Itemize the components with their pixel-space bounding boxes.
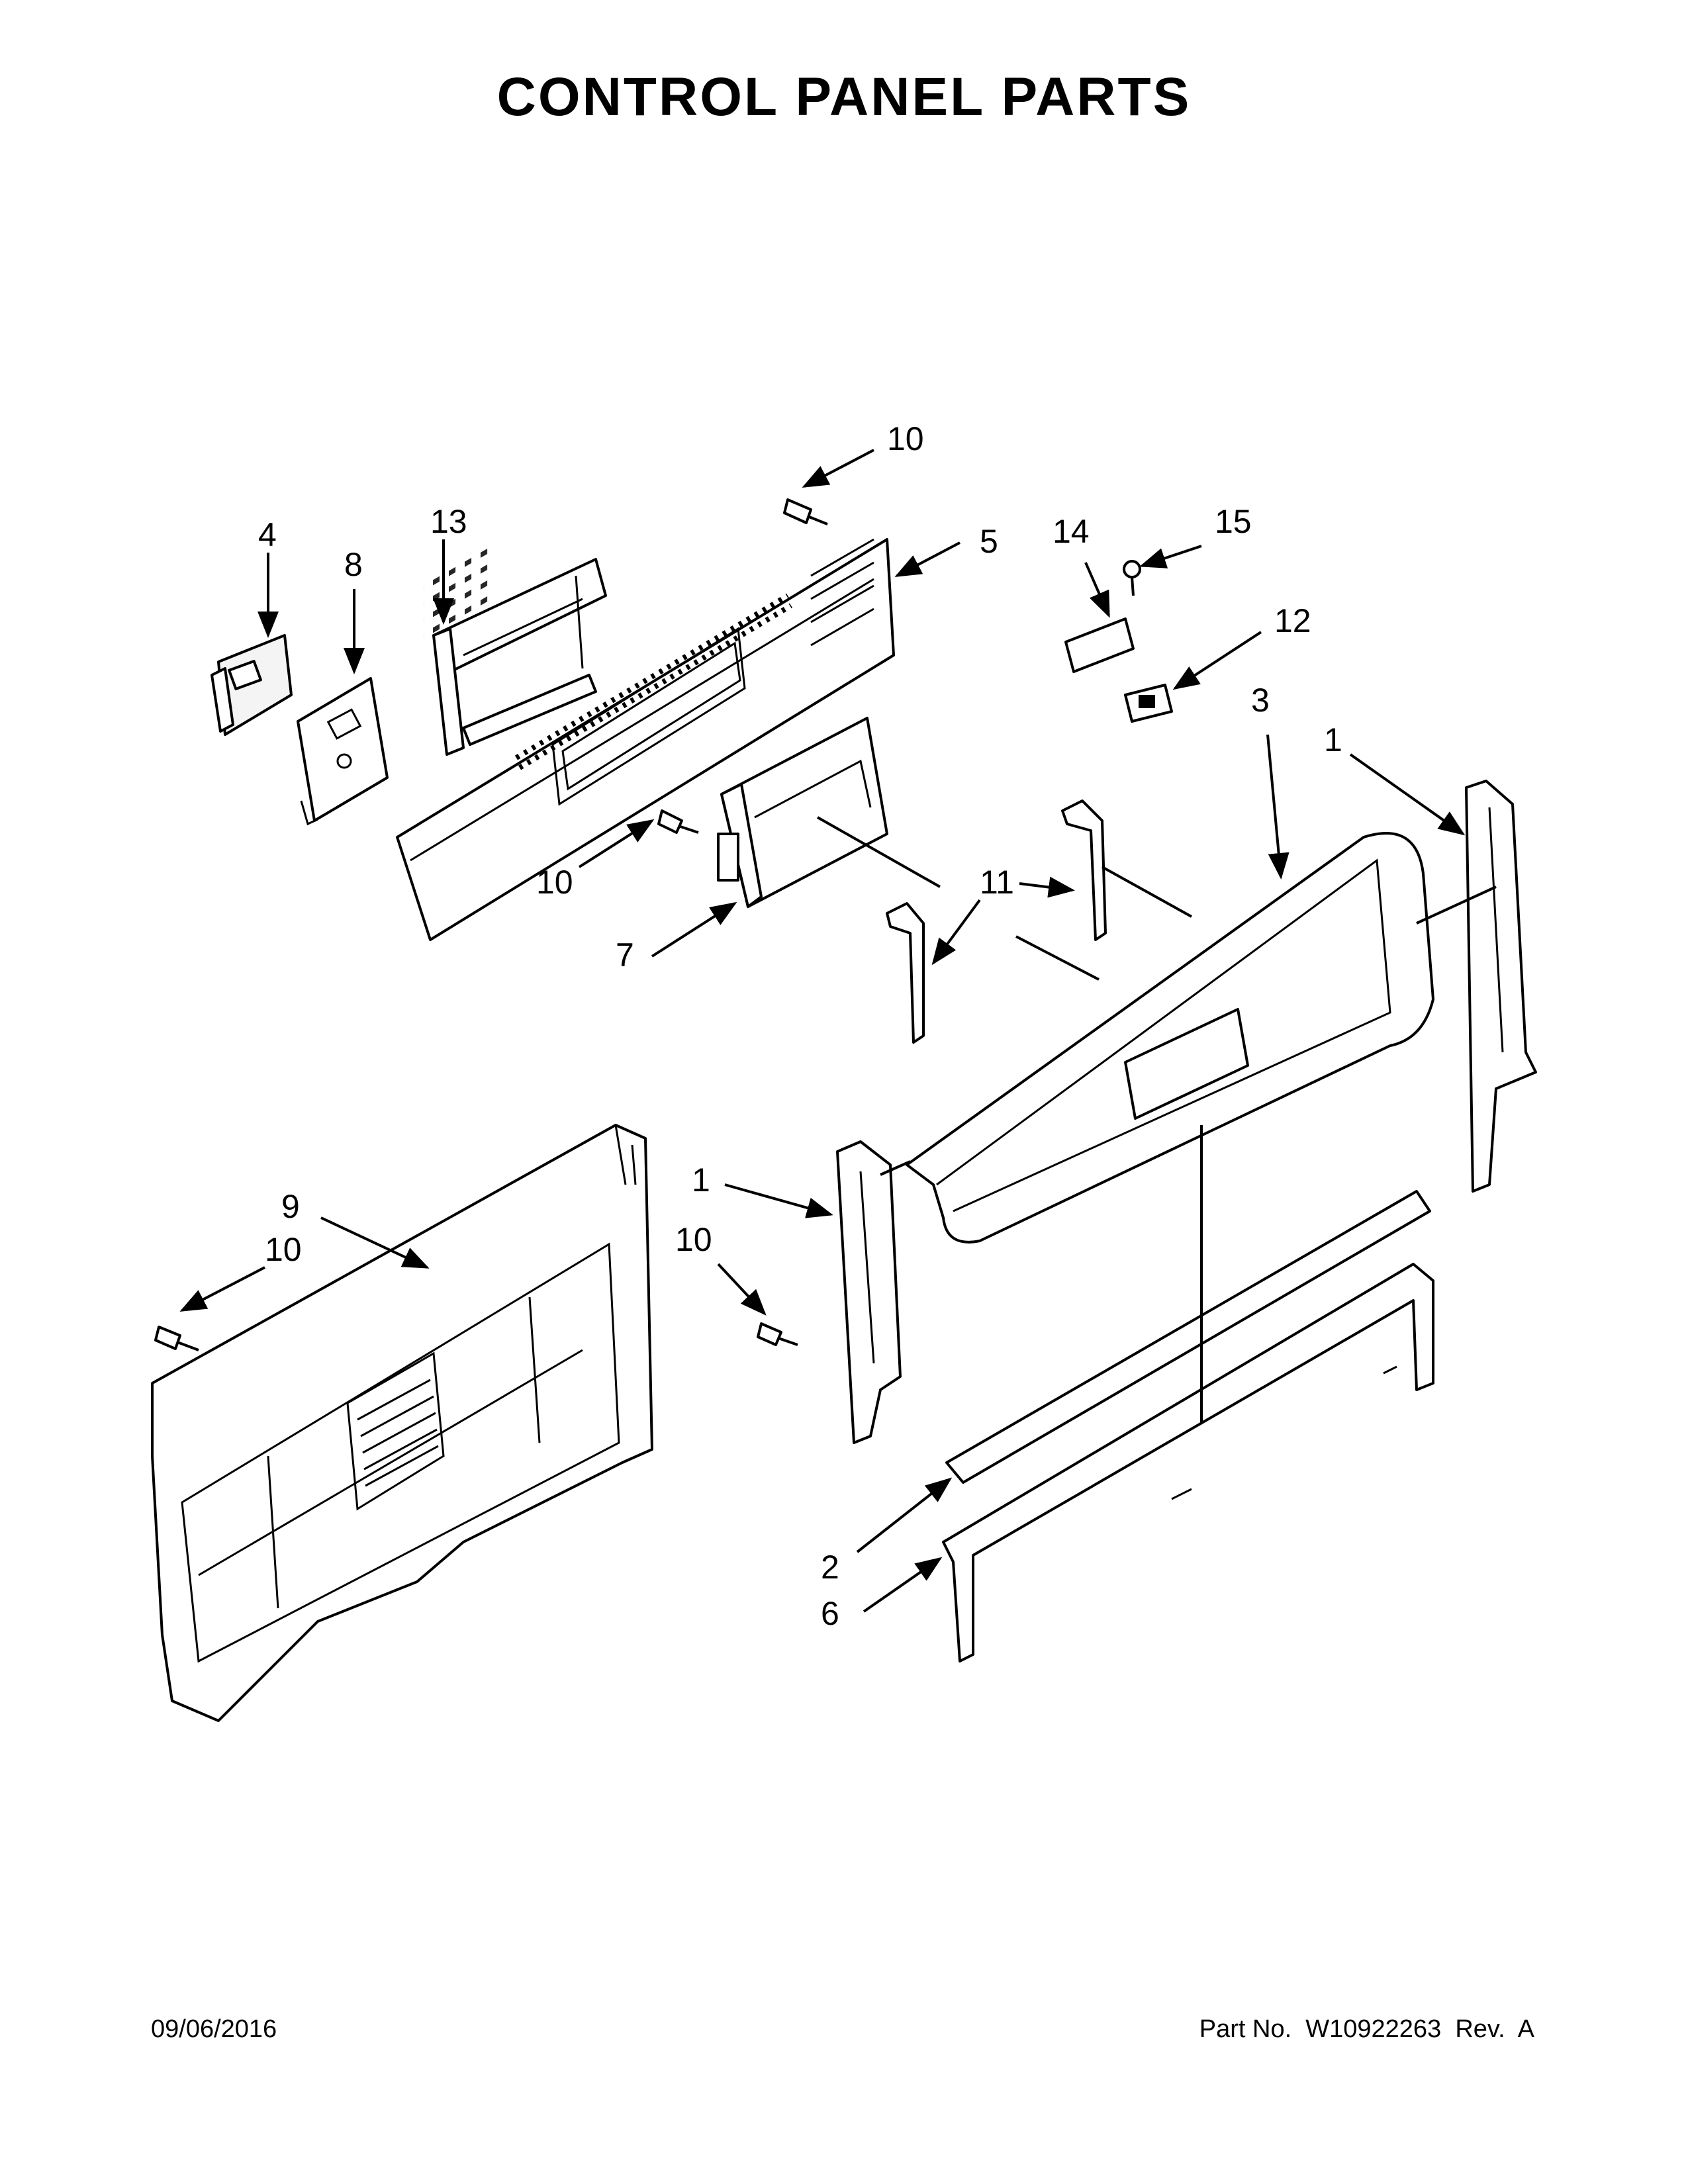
screw-part-15: [1123, 560, 1141, 596]
board-plate-part-8: [297, 677, 389, 826]
callout-8: 8: [344, 546, 363, 583]
rear-cover-part-9: [151, 1124, 653, 1722]
frame-part-6: [942, 1263, 1434, 1662]
control-console-part-3: [906, 832, 1434, 1244]
leader-arrows: [179, 449, 1466, 1613]
footer-part-number: Part No. W10922263 Rev. A: [1199, 2015, 1534, 2043]
callout-15: 15: [1215, 503, 1252, 540]
screw-part-10-lower: [757, 1322, 798, 1346]
callout-14: 14: [1053, 513, 1090, 550]
screw-part-10-mid: [657, 809, 699, 834]
control-board-part-4: [211, 634, 293, 736]
callout-13: 13: [430, 503, 467, 540]
callout-4: 4: [258, 516, 277, 553]
end-cap-part-1-right: [1465, 780, 1537, 1193]
louver-vents: [346, 1351, 445, 1511]
callout-2: 2: [821, 1549, 839, 1586]
callout-10-lower: 10: [675, 1221, 712, 1258]
callout-labels: 10 4 13 8 5 14 15 12 3 1 11 10 7 9 10 1 …: [258, 420, 1342, 1632]
callout-10-left: 10: [265, 1231, 302, 1268]
callout-1-right: 1: [1324, 721, 1342, 758]
callout-5: 5: [980, 523, 998, 560]
callout-3: 3: [1251, 682, 1270, 719]
callout-10-mid: 10: [536, 864, 573, 901]
connector-part-12: [1124, 684, 1173, 723]
callout-9: 9: [281, 1188, 300, 1225]
callout-6: 6: [821, 1595, 839, 1632]
callout-10-top: 10: [887, 420, 924, 457]
callout-1-mid: 1: [692, 1161, 710, 1199]
vent-holes: [514, 593, 793, 770]
support-bracket-part-11-right: [1061, 799, 1107, 941]
display-module-part-7: [717, 717, 888, 908]
end-cap-part-1-mid: [836, 1140, 902, 1444]
callout-7: 7: [616, 936, 634, 974]
support-bracket-part-11-left: [886, 902, 925, 1044]
screw-part-10-top: [783, 498, 828, 525]
bracket-part-13: [432, 558, 607, 756]
callout-11: 11: [980, 864, 1014, 901]
footer-date: 09/06/2016: [151, 2015, 277, 2043]
small-bracket-part-14: [1064, 617, 1135, 673]
trim-bar-part-2: [945, 1190, 1431, 1484]
page-title: CONTROL PANEL PARTS: [496, 67, 1192, 127]
assembly-lines: [817, 816, 1497, 1423]
callout-12: 12: [1274, 602, 1311, 639]
screw-part-10-left: [154, 1326, 199, 1351]
